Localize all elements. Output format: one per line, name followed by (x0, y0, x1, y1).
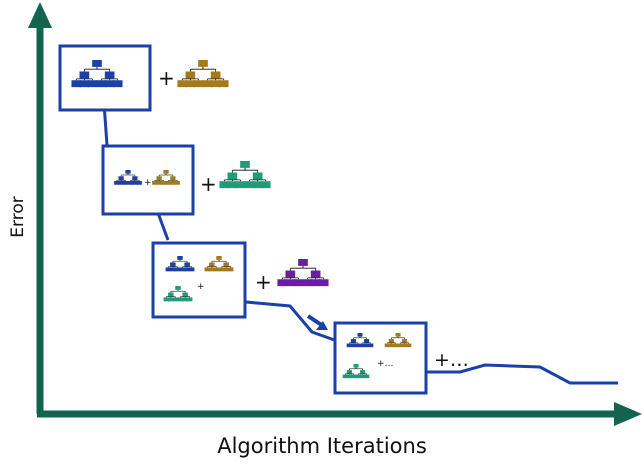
error-curve (102, 102, 618, 385)
plus-sign-3: + (255, 270, 272, 294)
inner-plus-2: + (144, 178, 152, 188)
tree-icon-green-4 (342, 364, 370, 379)
tree-icon-gold-3 (204, 256, 234, 272)
inner-plus-4: +… (377, 359, 394, 369)
tree-icon-blue-1 (71, 60, 123, 88)
plus-sign-4: +… (434, 349, 469, 371)
tree-icon-gold-4 (384, 333, 412, 348)
progress-arrow-head (316, 321, 328, 330)
tree-icon-blue-3 (165, 256, 195, 272)
x-axis-arrowhead (614, 402, 642, 426)
tree-icon-gold-2 (152, 170, 180, 185)
tree-icon-gold-added (177, 60, 229, 88)
tree-icon-green-3 (163, 286, 193, 302)
y-axis-arrowhead (28, 2, 52, 28)
plus-sign-2: + (200, 172, 217, 196)
stage-box-3 (151, 241, 247, 319)
y-axis-label: Error (8, 196, 28, 238)
x-axis-label: Algorithm Iterations (217, 434, 427, 458)
stage-box-4 (333, 321, 428, 395)
tree-icon-green-added (219, 161, 271, 189)
tree-icon-blue-4 (346, 333, 374, 348)
tree-icon-purple-added (277, 259, 329, 287)
plus-sign-1: + (158, 66, 175, 90)
inner-plus-3: + (197, 282, 205, 292)
tree-icon-blue-2 (114, 170, 142, 185)
